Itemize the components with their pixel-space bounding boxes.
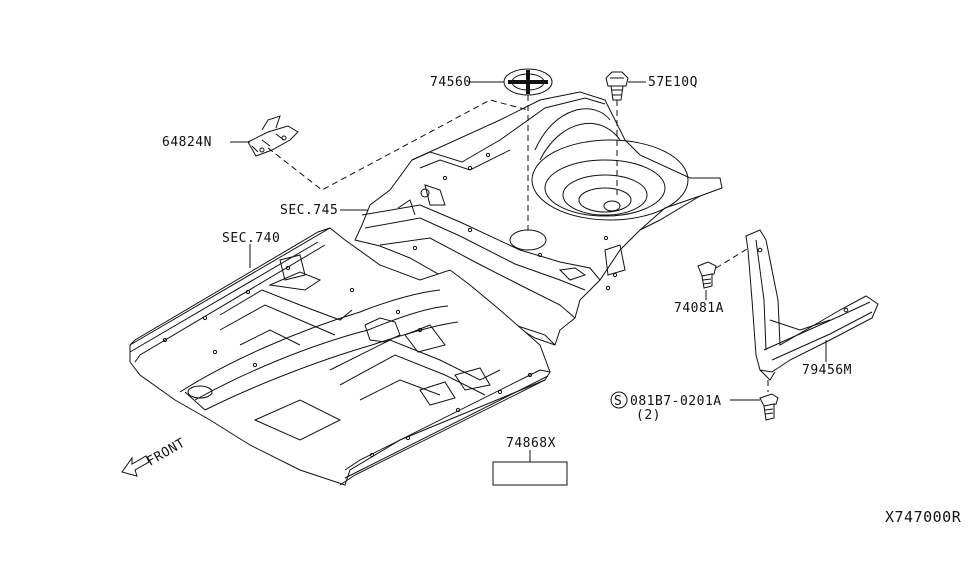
label-screw-prefix: S bbox=[614, 394, 622, 409]
label-74081A: 74081A bbox=[674, 301, 724, 316]
label-front: FRONT bbox=[145, 436, 189, 470]
label-64824N: 64824N bbox=[162, 135, 212, 150]
label-081B7-0201A: 081B7-0201A bbox=[630, 394, 722, 409]
label-74868X: 74868X bbox=[506, 436, 556, 451]
label-sec745: SEC.745 bbox=[280, 203, 338, 218]
bracket-part bbox=[247, 115, 299, 157]
label-57E10Q: 57E10Q bbox=[648, 75, 698, 90]
front-arrow-icon bbox=[121, 455, 150, 477]
diagram-code: X747000R bbox=[885, 508, 962, 526]
label-74560: 74560 bbox=[430, 75, 472, 90]
label-sec740: SEC.740 bbox=[222, 231, 280, 246]
member-part bbox=[745, 229, 879, 392]
rear-floor-panel bbox=[354, 91, 723, 346]
label-screw-qty: (2) bbox=[636, 408, 661, 423]
bolt-part bbox=[697, 245, 753, 289]
label-plate bbox=[492, 461, 568, 486]
front-floor-panel bbox=[129, 227, 551, 486]
clip-part bbox=[605, 71, 629, 195]
mat-hole-grommet bbox=[503, 68, 553, 230]
label-79456M: 79456M bbox=[802, 363, 852, 378]
screw-part bbox=[759, 393, 779, 421]
s-prefix-circle bbox=[610, 391, 628, 409]
